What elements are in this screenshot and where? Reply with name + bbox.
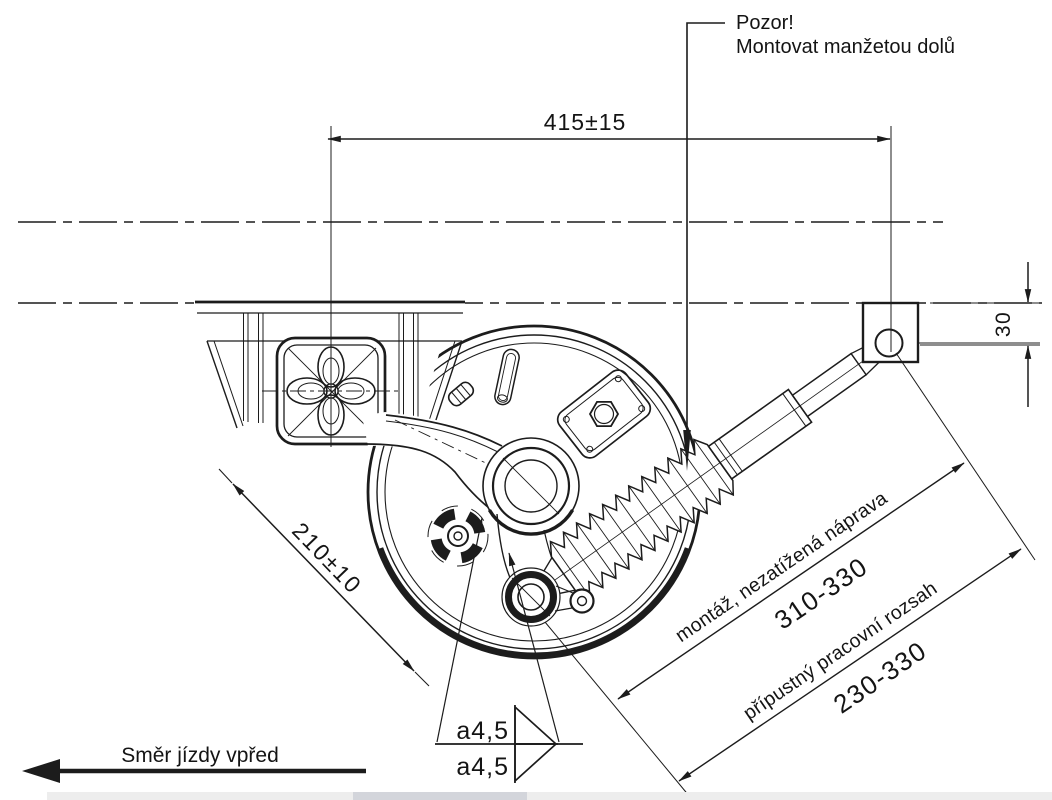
dimension-415: 415±15 [327, 109, 892, 447]
backplate-plate [556, 369, 652, 459]
dim-415-text: 415±15 [544, 109, 627, 135]
brake-adjuster [427, 505, 489, 567]
direction-arrow-icon [22, 759, 60, 783]
note-line2: Montovat manžetou dolů [736, 36, 955, 58]
dimension-30: 30 [920, 262, 1040, 407]
direction-label: Směr jízdy vpřed [121, 744, 279, 767]
weld-symbol: a4,5 a4,5 [435, 517, 583, 783]
dim-30-text: 30 [992, 311, 1015, 337]
note-line1: Pozor! [736, 12, 794, 34]
scrollbar [47, 792, 1052, 800]
note-pozor: Pozor! Montovat manžetou dolů [683, 12, 955, 471]
chassis-centerlines [18, 221, 1042, 304]
direction-of-travel: Směr jízdy vpřed [22, 744, 366, 783]
scrollbar-thumb[interactable] [353, 792, 527, 800]
dim-210-text: 210±10 [287, 517, 367, 599]
bleeder-bolt [447, 381, 475, 407]
scrollbar-track [47, 792, 1052, 800]
weld-top-text: a4,5 [456, 717, 509, 745]
weld-bottom-text: a4,5 [456, 753, 509, 781]
spring-pin [494, 348, 520, 406]
